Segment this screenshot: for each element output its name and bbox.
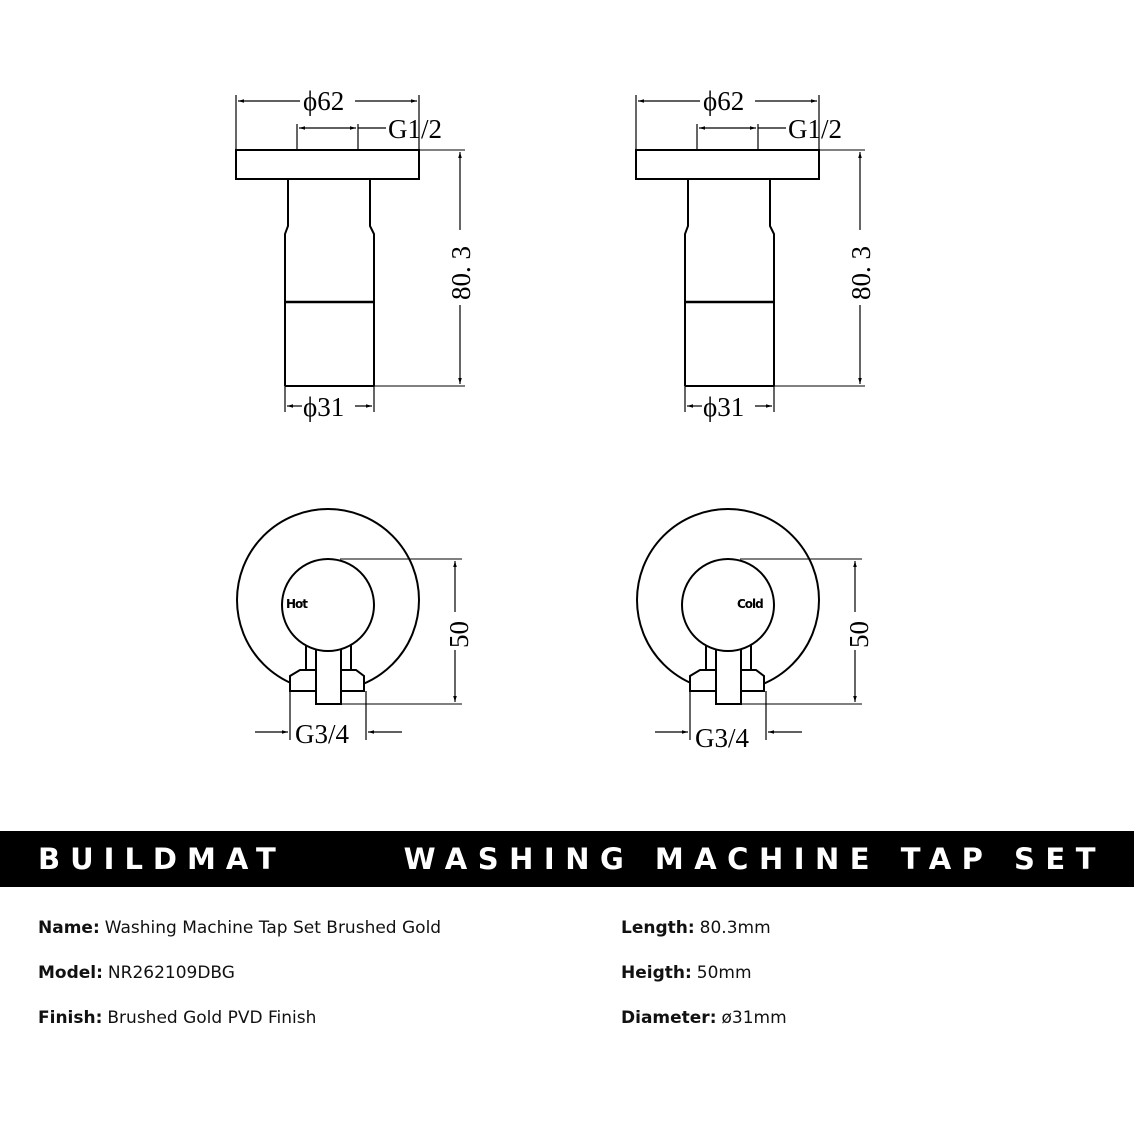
specs-left-column: Name:Washing Machine Tap Set Brushed Gol… <box>38 918 441 1053</box>
dim-height-2: 50 <box>844 621 874 648</box>
dim-thread-inlet-2: G1/2 <box>788 114 842 144</box>
dim-bottom-diameter: ϕ31 <box>303 392 344 422</box>
spec-length: Length:80.3mm <box>621 918 787 963</box>
dim-thread-outlet-2: G3/4 <box>695 723 750 753</box>
dim-thread-inlet: G1/2 <box>388 114 442 144</box>
title-bar: BUILDMAT WASHING MACHINE TAP SET <box>0 831 1134 887</box>
spec-finish: Finish:Brushed Gold PVD Finish <box>38 1008 441 1053</box>
spec-value: Washing Machine Tap Set Brushed Gold <box>104 918 442 938</box>
spec-value: ø31mm <box>721 1008 787 1028</box>
specs-right-column: Length:80.3mm Heigth:50mm Diameter:ø31mm <box>621 918 787 1053</box>
spec-height: Heigth:50mm <box>621 963 787 1008</box>
spec-name: Name:Washing Machine Tap Set Brushed Gol… <box>38 918 441 963</box>
spec-value: 50mm <box>696 963 752 983</box>
front-view-cold <box>636 508 862 740</box>
dim-length: 80. 3 <box>446 246 476 300</box>
dim-bottom-diameter-2: ϕ31 <box>703 392 744 422</box>
product-title: WASHING MACHINE TAP SET <box>403 842 1106 876</box>
spec-label: Diameter: <box>621 1008 717 1028</box>
dim-height: 50 <box>444 621 474 648</box>
dim-length-2: 80. 3 <box>846 246 876 300</box>
spec-value: Brushed Gold PVD Finish <box>107 1008 317 1028</box>
brand-logo-text: BUILDMAT <box>38 842 286 876</box>
spec-diameter: Diameter:ø31mm <box>621 1008 787 1053</box>
side-view-cold <box>635 95 865 412</box>
spec-label: Model: <box>38 963 103 983</box>
spec-label: Length: <box>621 918 695 938</box>
spec-value: NR262109DBG <box>107 963 235 983</box>
hot-label: Hot <box>286 597 308 611</box>
spec-model: Model:NR262109DBG <box>38 963 441 1008</box>
technical-drawings: ϕ62 G1/2 80. 3 ϕ31 ϕ6 <box>235 86 876 753</box>
spec-label: Heigth: <box>621 963 692 983</box>
spec-label: Name: <box>38 918 100 938</box>
dim-top-diameter-2: ϕ62 <box>703 86 744 116</box>
dim-thread-outlet: G3/4 <box>295 719 350 749</box>
dim-top-diameter: ϕ62 <box>303 86 344 116</box>
side-view-hot <box>235 95 465 412</box>
spec-label: Finish: <box>38 1008 103 1028</box>
front-view-hot <box>236 508 462 740</box>
cold-label: Cold <box>737 597 763 611</box>
spec-value: 80.3mm <box>699 918 771 938</box>
